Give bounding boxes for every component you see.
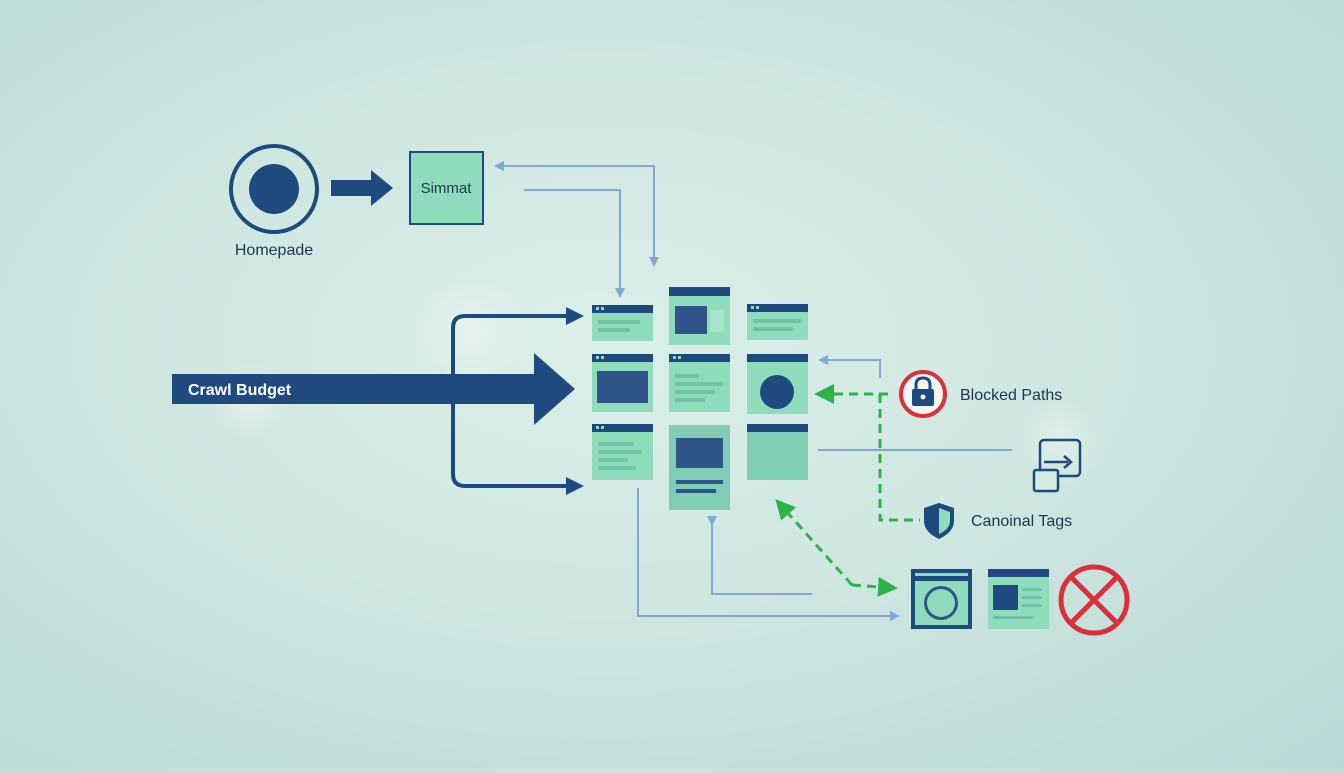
page-card <box>592 354 653 412</box>
homepage-label: Homepade <box>235 242 313 259</box>
redirect-windows-icon <box>1032 438 1082 493</box>
page-card <box>592 424 653 480</box>
shield-icon <box>924 503 954 539</box>
crawl-branch-bottom-arrow <box>451 390 584 495</box>
grid-to-results-connector <box>637 488 900 621</box>
page-card <box>669 425 730 510</box>
page-card <box>669 287 730 345</box>
x-circle-icon <box>1058 564 1130 636</box>
page-card <box>747 304 808 340</box>
blocked-paths-label: Blocked Paths <box>960 387 1062 404</box>
page-card <box>747 424 808 480</box>
grid-lower-connector <box>711 520 812 595</box>
page-card <box>592 305 653 341</box>
blocked-paths-item: Blocked Paths <box>899 370 1062 418</box>
result-page-card <box>911 569 972 629</box>
blocked-return-connector <box>818 355 881 378</box>
sitemap-return-connector <box>494 161 655 262</box>
target-circle-icon <box>229 144 319 234</box>
canonical-tags-label: Canoinal Tags <box>971 513 1072 530</box>
canonical-green-connector <box>878 394 920 522</box>
canonical-return-arrow <box>775 499 854 586</box>
homepage-node: Homepade <box>229 144 319 259</box>
page-grid <box>592 287 808 510</box>
page-card <box>747 354 808 414</box>
homepage-to-sitemap-arrow <box>331 170 393 206</box>
background-glow <box>415 275 525 385</box>
crawl-budget-label: Crawl Budget <box>188 382 292 399</box>
sitemap-label: Simmat <box>421 180 473 197</box>
padlock-icon <box>899 370 947 418</box>
result-page-card <box>988 569 1049 629</box>
sitemap-node: Simmat <box>409 151 484 225</box>
canonical-tags-item: Canoinal Tags <box>924 503 1072 539</box>
canonical-forward-arrow <box>851 576 898 597</box>
sitemap-to-grid-connector <box>524 189 625 298</box>
target-circle-center <box>249 164 299 214</box>
crawl-budget-arrow: Crawl Budget <box>172 353 575 425</box>
page-card <box>669 354 730 412</box>
